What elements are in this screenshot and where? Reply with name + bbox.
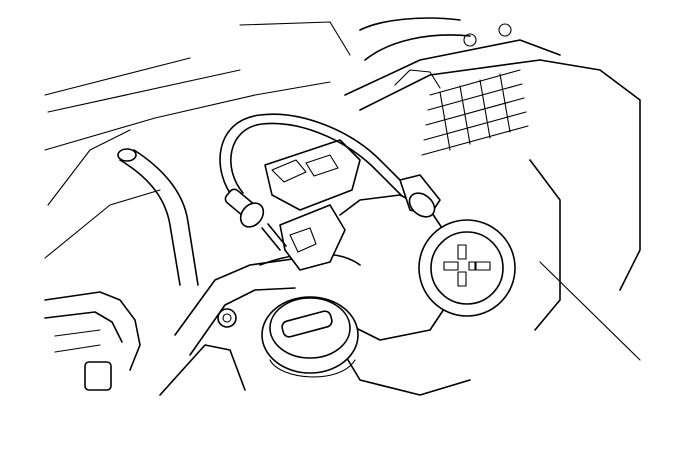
- coolant-hose: [117, 148, 199, 286]
- test-lead-cable: [219, 113, 411, 201]
- mounting-bracket: [44, 257, 301, 396]
- engine-bay-hood-edge: [44, 21, 351, 259]
- radiator-fins: [344, 17, 641, 361]
- harness-connector-bracket: [264, 139, 361, 271]
- upper-right-detail: [394, 23, 512, 89]
- oil-filler-cap: [261, 296, 359, 378]
- round-test-socket: [399, 174, 516, 317]
- inline-lead-connector: [224, 188, 287, 251]
